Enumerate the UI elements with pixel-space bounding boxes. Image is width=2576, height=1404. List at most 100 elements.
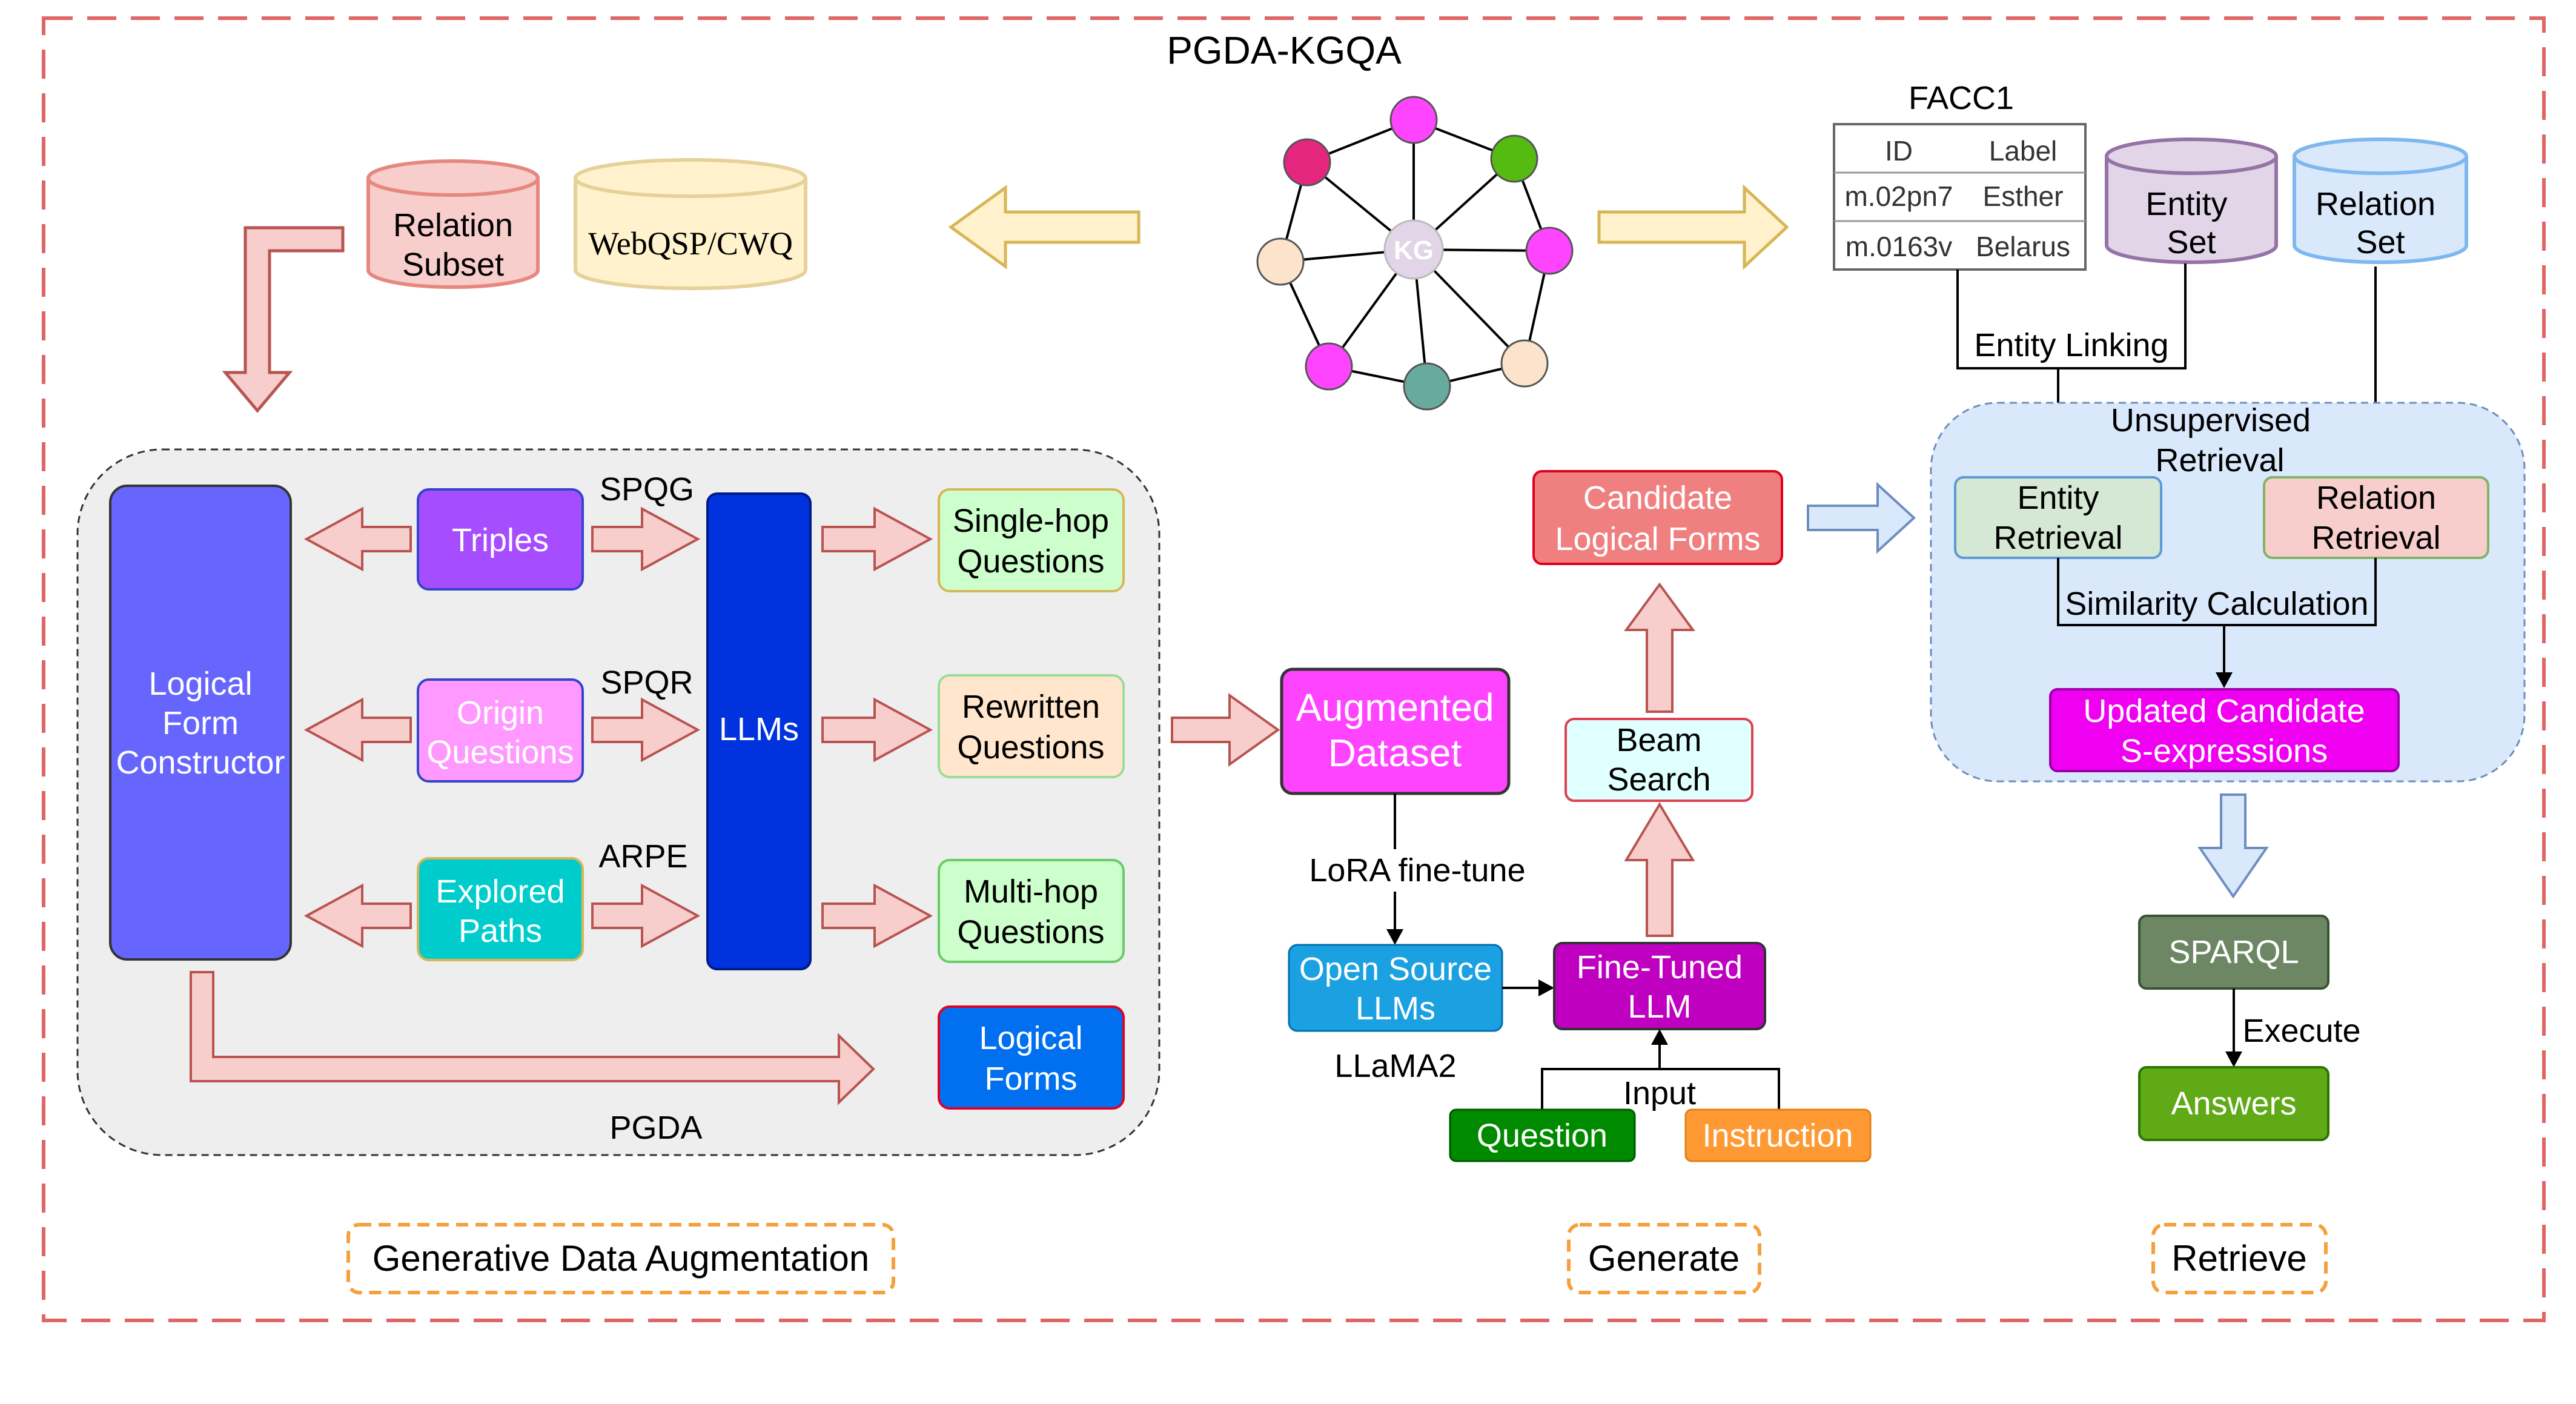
pgda-panel bbox=[76, 448, 1161, 1156]
facc1-cell: Belarus bbox=[1976, 231, 2070, 262]
diagram-title: PGDA-KGQA bbox=[1167, 28, 1402, 72]
kg-to-facc1-arrow bbox=[1597, 184, 1789, 270]
origin-questions-box bbox=[417, 678, 584, 783]
question-box bbox=[1449, 1108, 1636, 1162]
stage-label-generate-box bbox=[1567, 1223, 1761, 1294]
explored-paths-line1: Explored bbox=[435, 873, 565, 910]
open-source-line1: Open Source bbox=[1299, 951, 1492, 987]
pgda-to-augmented-arrow bbox=[1171, 693, 1280, 767]
pgda-panel-label: PGDA bbox=[609, 1110, 702, 1146]
triples-to-lfc-arrow bbox=[303, 506, 412, 572]
kg-node bbox=[1283, 138, 1331, 187]
kg-node bbox=[1403, 362, 1451, 411]
origin-questions-line1: Origin bbox=[457, 695, 544, 731]
entity-set-line2: Set bbox=[2167, 224, 2216, 260]
paths-to-llms-arrow bbox=[591, 883, 701, 949]
candidate-line2: Logical Forms bbox=[1555, 521, 1760, 557]
augmented-line2: Dataset bbox=[1328, 731, 1462, 775]
stage-label-generative-box bbox=[346, 1223, 895, 1294]
rewritten-line2: Questions bbox=[957, 729, 1104, 766]
llms-box bbox=[706, 492, 812, 970]
kg-center-node bbox=[1383, 219, 1444, 280]
spqr-label: SPQR bbox=[600, 664, 693, 701]
triples-box bbox=[417, 488, 584, 591]
llms-label: LLMs bbox=[719, 711, 799, 747]
paths-to-lfc-arrow bbox=[303, 883, 412, 949]
fine-tuned-line2: LLM bbox=[1627, 988, 1691, 1025]
outer-frame bbox=[42, 16, 2546, 1322]
updated-line1: Updated Candidate bbox=[2083, 693, 2365, 729]
spqg-label: SPQG bbox=[600, 471, 694, 508]
kg-center-label: KG bbox=[1394, 236, 1434, 265]
beam-to-candidate-arrow bbox=[1624, 582, 1695, 713]
fine-tuned-line1: Fine-Tuned bbox=[1577, 949, 1743, 985]
entity-retrieval-line1: Entity bbox=[2017, 480, 2099, 516]
explored-paths-line2: Paths bbox=[459, 913, 542, 949]
origin-questions-line2: Questions bbox=[426, 734, 574, 770]
single-hop-line1: Single-hop bbox=[953, 503, 1109, 539]
logical-forms-box bbox=[938, 1005, 1125, 1110]
origin-to-lfc-arrow bbox=[303, 697, 412, 763]
relation-set-cylinder: Relation Set bbox=[2293, 137, 2468, 264]
input-label-bg bbox=[1611, 1072, 1708, 1110]
retrieval-to-sparql-arrow bbox=[2197, 793, 2269, 899]
question-label: Question bbox=[1477, 1118, 1608, 1154]
entity-set-cylinder: Entity Set bbox=[2105, 137, 2278, 264]
llms-to-multi-hop-arrow bbox=[821, 883, 933, 949]
candidate-line1: Candidate bbox=[1583, 480, 1732, 516]
input-arrowhead bbox=[1651, 1029, 1668, 1045]
kg-node bbox=[1256, 237, 1305, 286]
execute-label: Execute bbox=[2242, 1013, 2360, 1049]
stage-label-retrieve: Retrieve bbox=[2171, 1238, 2306, 1279]
llms-to-rewritten-arrow bbox=[821, 697, 933, 763]
augmented-line1: Augmented bbox=[1296, 686, 1494, 729]
sources-to-pgda-arrow bbox=[222, 226, 345, 413]
entity-set-line1: Entity bbox=[2145, 186, 2227, 222]
updated-line2: S-expressions bbox=[2121, 733, 2328, 769]
webqsp-cwq-label: WebQSP/CWQ bbox=[588, 225, 793, 262]
rewritten-line1: Rewritten bbox=[962, 689, 1100, 725]
kg-to-sources-arrow bbox=[948, 185, 1141, 270]
multi-hop-line1: Multi-hop bbox=[964, 873, 1098, 910]
similarity-label-bg bbox=[2062, 583, 2371, 623]
unsupervised-line2: Retrieval bbox=[2155, 442, 2284, 478]
entity-linking-label: Entity Linking bbox=[1974, 327, 2168, 363]
lfc-to-logical-forms-arrow bbox=[190, 971, 875, 1105]
facc1-cell: Esther bbox=[1983, 180, 2064, 212]
multi-hop-questions-box bbox=[938, 859, 1125, 963]
instruction-label: Instruction bbox=[1702, 1118, 1853, 1154]
knowledge-graph: KG bbox=[1256, 96, 1574, 411]
lfc-line1: Logical bbox=[148, 666, 252, 702]
similarity-connector bbox=[2057, 558, 2377, 626]
webqsp-cwq-cylinder: WebQSP/CWQ bbox=[574, 158, 807, 290]
answers-box bbox=[2138, 1066, 2329, 1141]
kg-node bbox=[1525, 227, 1574, 275]
logical-forms-line2: Forms bbox=[985, 1061, 1078, 1097]
relation-subset-line1: Relation bbox=[393, 207, 513, 243]
llama2-label: LLaMA2 bbox=[1334, 1048, 1456, 1084]
sparql-label: SPARQL bbox=[2168, 934, 2299, 970]
origin-to-llms-arrow bbox=[591, 697, 701, 763]
lora-label-bg bbox=[1302, 849, 1532, 892]
instruction-box bbox=[1684, 1108, 1872, 1162]
single-hop-questions-box bbox=[938, 488, 1125, 592]
arpe-label: ARPE bbox=[598, 838, 687, 875]
candidate-logical-forms-box bbox=[1532, 470, 1783, 565]
answers-label: Answers bbox=[2171, 1085, 2296, 1122]
relation-set-line1: Relation bbox=[2316, 186, 2435, 222]
facc1-table: FACC1 ID Label m.02pn7 Esther m.0163v Be… bbox=[1833, 80, 2087, 271]
triples-to-llms-arrow bbox=[591, 506, 701, 572]
relation-subset-line2: Subset bbox=[402, 247, 504, 283]
execute-arrowhead bbox=[2225, 1051, 2242, 1067]
triples-label: Triples bbox=[452, 522, 549, 558]
facc1-cell: m.0163v bbox=[1846, 231, 1952, 262]
explored-paths-box bbox=[417, 857, 584, 961]
facc1-header-id: ID bbox=[1885, 135, 1913, 167]
finetuned-to-beam-arrow bbox=[1624, 802, 1695, 937]
logical-form-constructor-box bbox=[109, 485, 292, 961]
entity-retrieval-line2: Retrieval bbox=[1993, 520, 2122, 556]
relation-retrieval-line1: Relation bbox=[2316, 480, 2436, 516]
stage-label-generate: Generate bbox=[1588, 1238, 1740, 1279]
relation-set-line2: Set bbox=[2356, 224, 2405, 260]
